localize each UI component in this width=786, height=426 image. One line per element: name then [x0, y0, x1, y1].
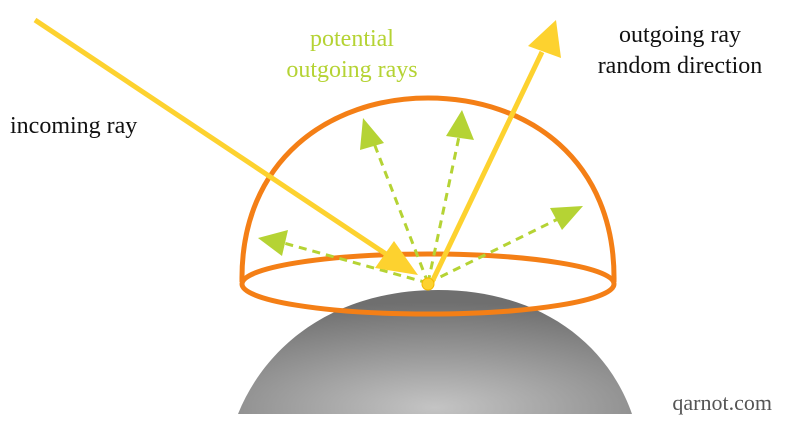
incoming-ray-arrowhead: [375, 241, 418, 275]
outgoing-ray-arrowhead: [528, 20, 561, 58]
outgoing-ray: [429, 50, 545, 284]
potential-ray-left-arrowhead: [258, 230, 288, 256]
incoming-ray-label: incoming ray: [10, 113, 137, 139]
impact-point: [421, 277, 435, 291]
outgoing-ray-label-line1: outgoing ray: [619, 22, 741, 48]
potential-ray-right-arrowhead: [550, 206, 583, 230]
potential-ray-left: [279, 240, 429, 285]
incoming-ray: [33, 17, 394, 261]
potential-ray-up-arrowhead: [446, 110, 474, 140]
potential-rays: [258, 110, 583, 285]
credit-label: qarnot.com: [672, 390, 772, 415]
surface-sphere: [238, 290, 632, 414]
potential-ray-up-left-arrowhead: [360, 118, 384, 150]
hemisphere-dome: [239, 95, 617, 283]
potential-ray-up: [426, 131, 462, 284]
potential-rays-label-line1: potential: [310, 26, 394, 52]
hemisphere-base-ellipse: [239, 251, 617, 317]
potential-rays-label-line2: outgoing rays: [286, 57, 417, 83]
potential-ray-up-left: [370, 137, 430, 284]
outgoing-ray-label-line2: random direction: [598, 53, 763, 79]
potential-ray-right: [427, 216, 561, 285]
